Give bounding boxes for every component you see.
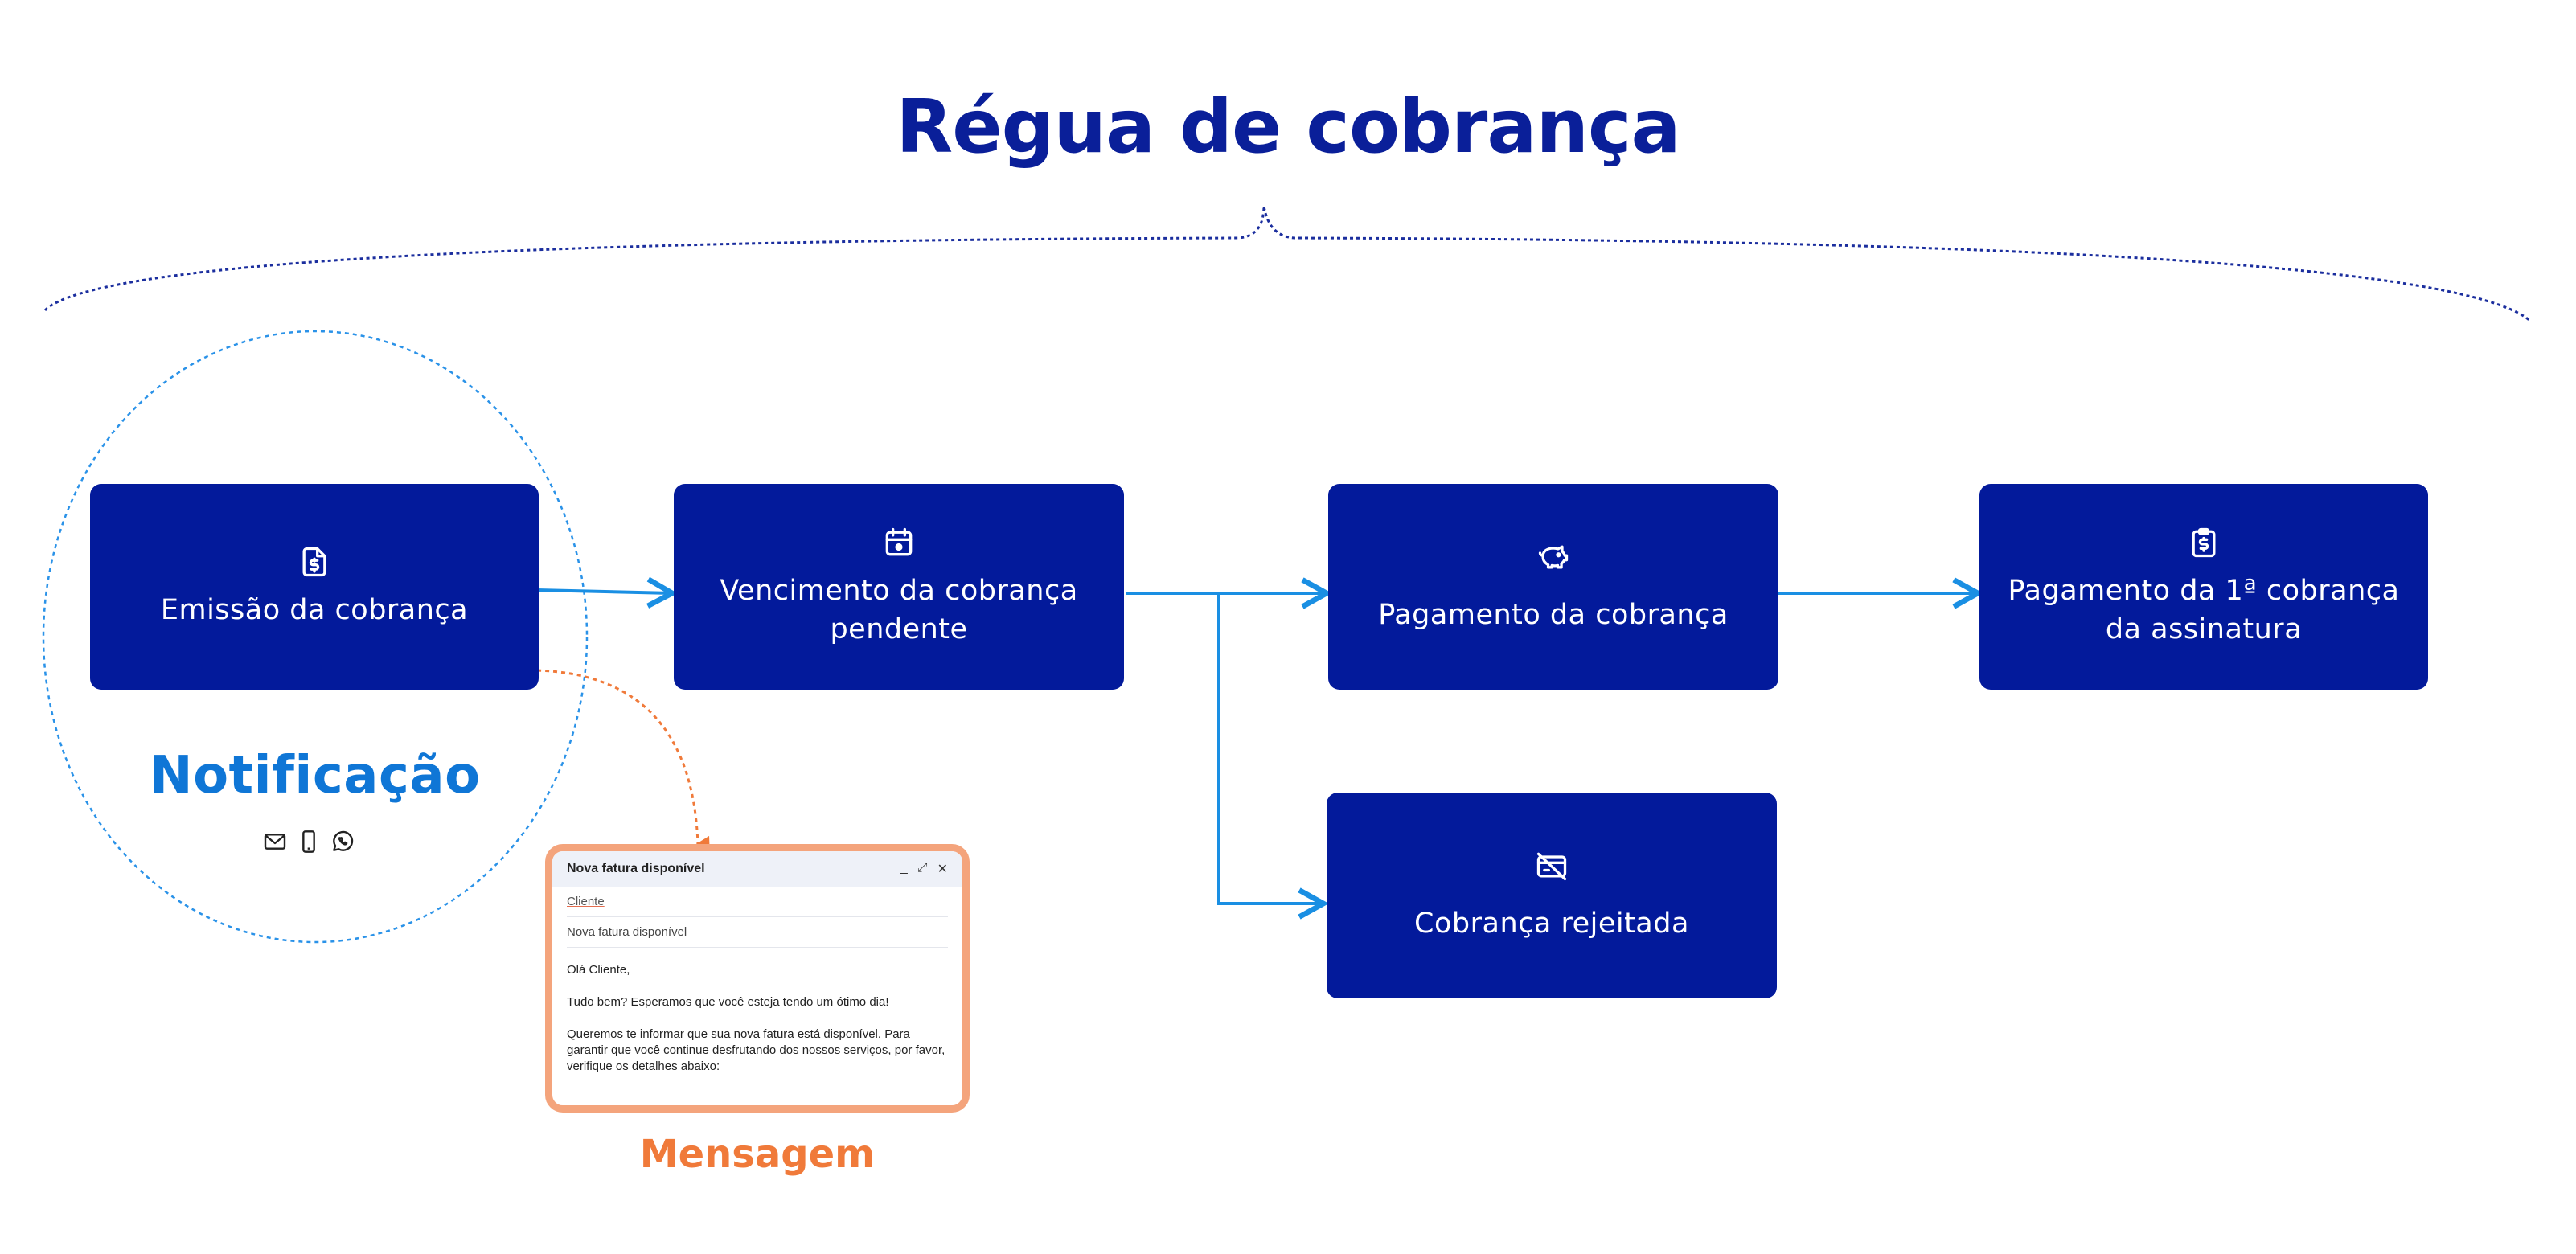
close-icon[interactable]: ✕: [937, 863, 948, 876]
message-paragraph-1: Tudo bem? Esperamos que você esteja tend…: [567, 995, 889, 1009]
message-window-controls: _ ⤢ ✕: [900, 861, 948, 877]
message-subject-row: Nova fatura disponível: [567, 917, 948, 948]
notification-label: Notificação: [150, 746, 481, 805]
expand-icon[interactable]: ⤢: [917, 861, 928, 875]
phone-icon: [302, 830, 315, 853]
message-recipient: Cliente: [567, 895, 605, 908]
whatsapp-icon: [333, 830, 354, 851]
stage-assinatura-label: Pagamento da 1ª cobrança da assinatura: [2008, 575, 2400, 645]
notification-ellipse: [42, 330, 589, 944]
message-label: Mensagem: [639, 1132, 876, 1177]
piggy-bank-icon: [1538, 545, 1569, 569]
message-to-row: Cliente: [567, 887, 948, 917]
arrow-emissao-vencimento: [536, 590, 672, 593]
message-greeting: Olá Cliente,: [567, 963, 630, 977]
stage-emissao-label: Emissão da cobrança: [160, 594, 469, 626]
email-icon: [264, 834, 286, 850]
stage-vencimento: Vencimento da cobrança pendente: [674, 484, 1124, 690]
calendar-icon: [885, 527, 913, 556]
message-subject: Nova fatura disponível: [567, 925, 687, 939]
message-paragraph-2: Queremos te informar que sua nova fatura…: [567, 1027, 945, 1073]
card-off-icon: [1536, 852, 1567, 881]
minimize-icon[interactable]: _: [900, 861, 908, 875]
message-preview-window: Nova fatura disponível _ ⤢ ✕ Cliente Nov…: [545, 844, 970, 1113]
stage-pagamento: Pagamento da cobrança: [1328, 484, 1778, 690]
invoice-dollar-icon: [302, 547, 326, 577]
stage-rejeitada: Cobrança rejeitada: [1327, 793, 1777, 998]
stage-vencimento-label: Vencimento da cobrança pendente: [720, 575, 1078, 645]
title-brace: [43, 205, 2533, 323]
arrow-vencimento-rejeitada: [1217, 593, 1323, 904]
arrow-emissao-mensagem: [536, 669, 710, 852]
message-body: Olá Cliente, Tudo bem? Esperamos que voc…: [552, 948, 962, 1075]
stage-pagamento-label: Pagamento da cobrança: [1378, 599, 1729, 631]
message-window-titlebar: Nova fatura disponível _ ⤢ ✕: [552, 851, 962, 887]
stage-rejeitada-label: Cobrança rejeitada: [1414, 908, 1689, 940]
message-window-title: Nova fatura disponível: [567, 862, 705, 875]
notification-channels: [262, 828, 355, 855]
clipboard-dollar-icon: [2192, 527, 2216, 558]
stage-emissao: Emissão da cobrança: [90, 484, 539, 690]
stage-assinatura: Pagamento da 1ª cobrança da assinatura: [1979, 484, 2428, 690]
page-title: Régua de cobrança: [896, 84, 1680, 170]
